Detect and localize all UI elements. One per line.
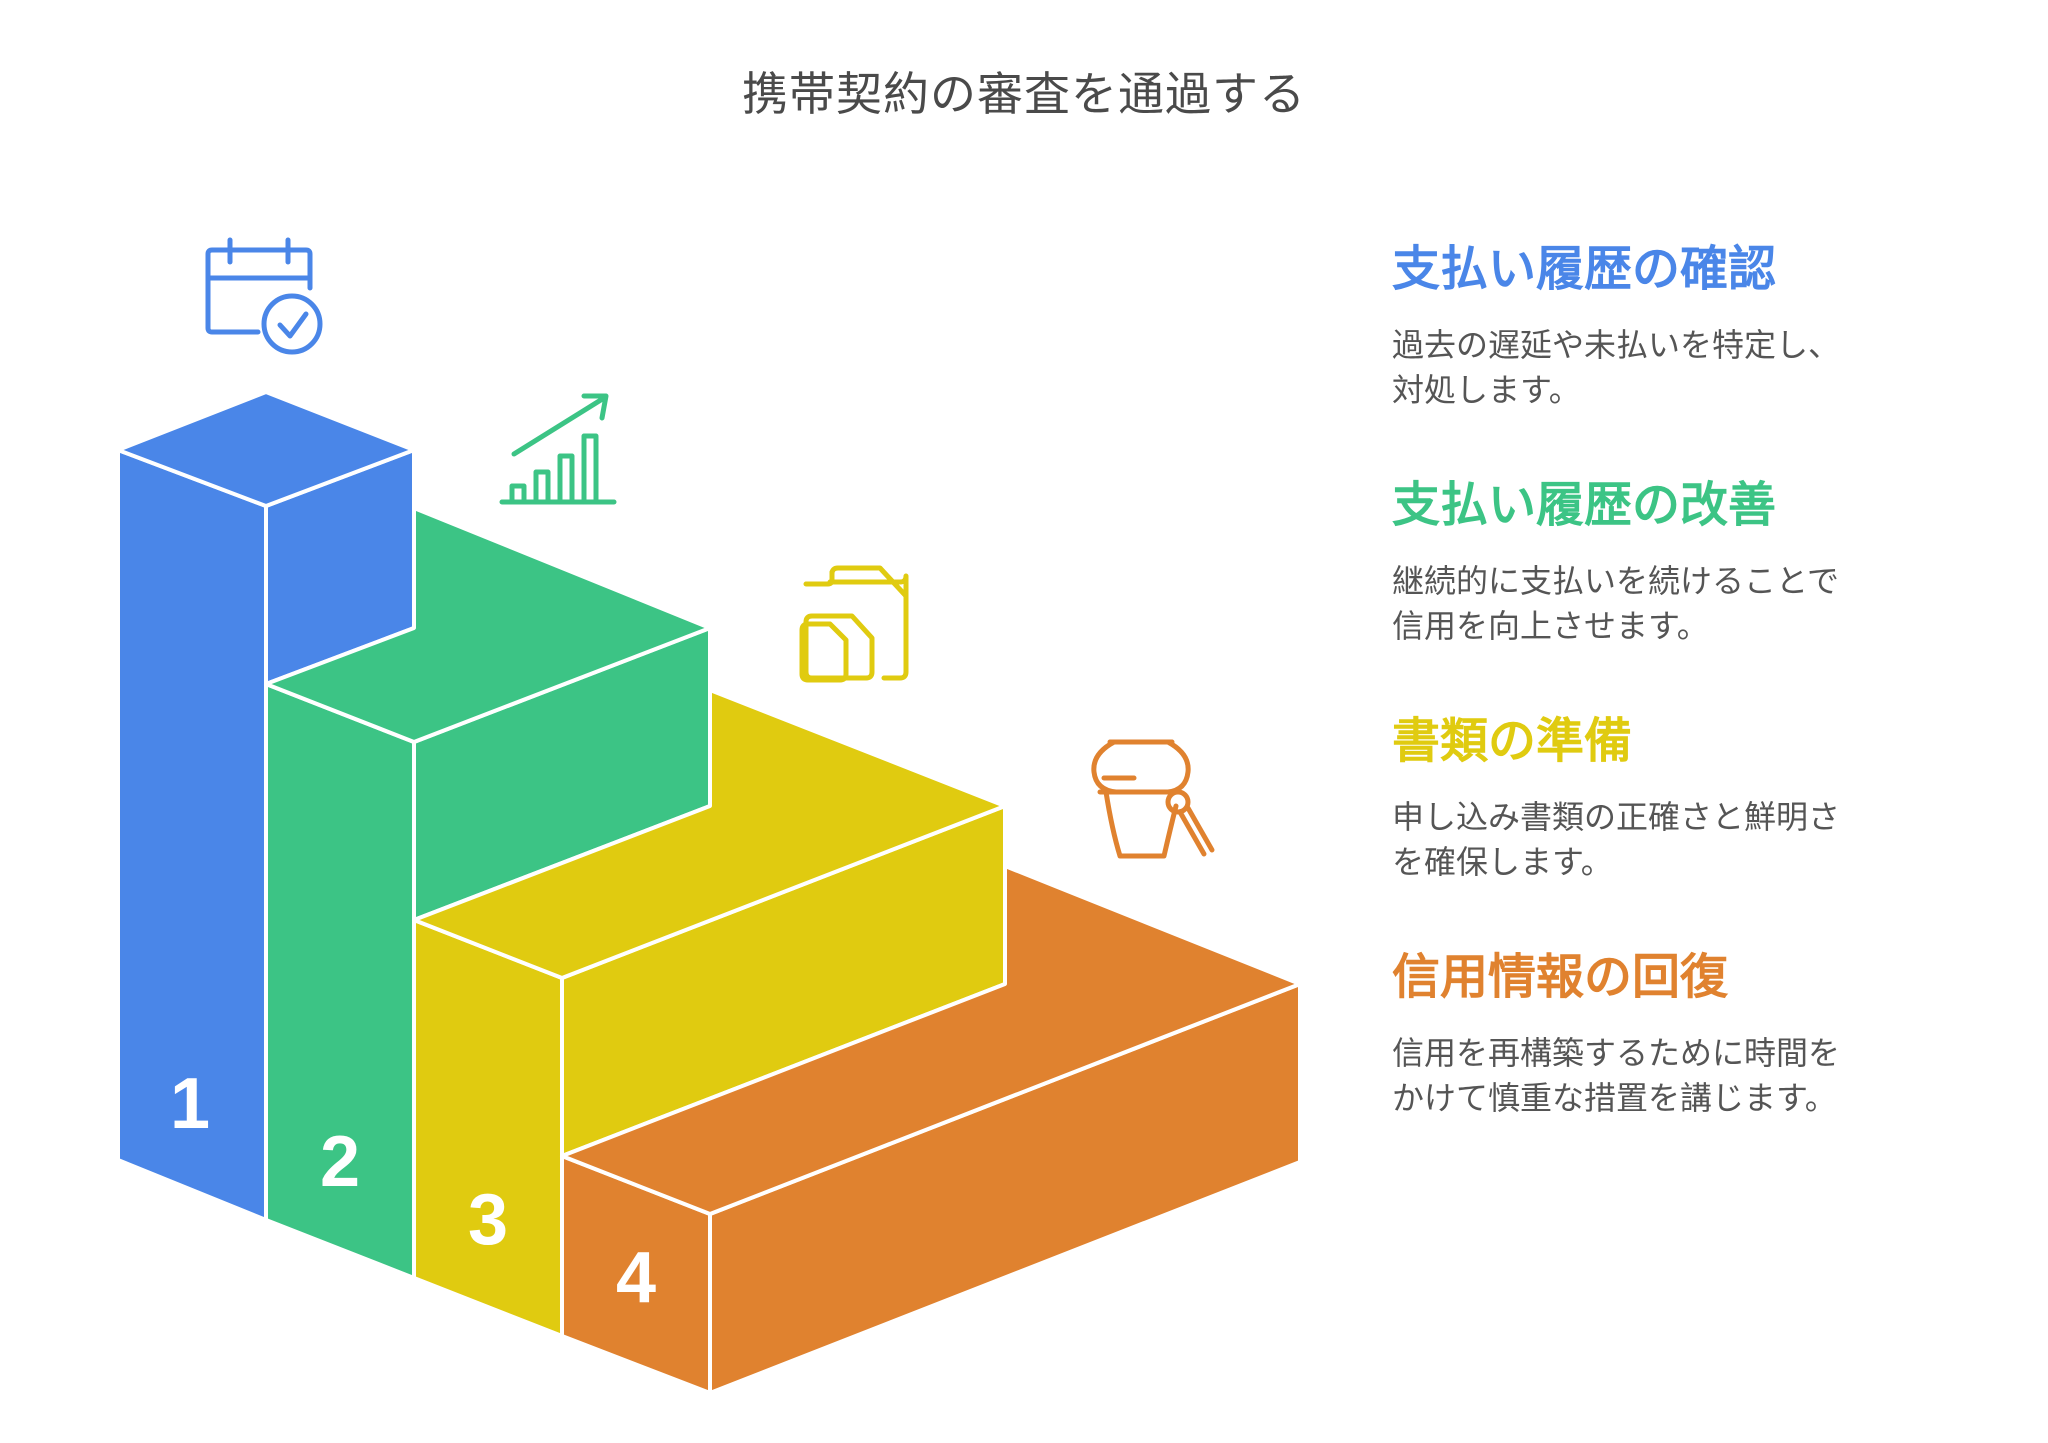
step-3-text: 書類の準備 申し込み書類の正確さと鮮明さ を確保します。 xyxy=(1392,713,1952,885)
step-4-block xyxy=(560,864,1302,1395)
step-2-description-line: 継続的に支払いを続けることで xyxy=(1392,562,1840,601)
step-1-description-line: 過去の遅延や未払いを特定し、 xyxy=(1392,326,1841,365)
step-3-front-face xyxy=(412,918,564,1338)
step-4-description-line: 信用を再構築するために時間を xyxy=(1392,1034,1841,1073)
step-3-heading: 書類の準備 xyxy=(1392,713,1633,769)
step-1-description: 過去の遅延や未払いを特定し、 対処します。 xyxy=(1392,323,1952,413)
step-4-description: 信用を再構築するために時間を かけて慎重な措置を講じます。 xyxy=(1392,1031,1952,1121)
step-3-description-line: 申し込み書類の正確さと鮮明さ xyxy=(1392,798,1841,837)
diagram-title: 携帯契約の審査を通過する xyxy=(742,67,1306,121)
growth-chart-icon xyxy=(499,393,617,505)
step-4-text: 信用情報の回復 信用を再構築するために時間を かけて慎重な措置を講じます。 xyxy=(1392,949,1952,1121)
vase-repair-icon xyxy=(1091,739,1215,859)
step-2-number: 2 xyxy=(320,1122,360,1202)
step-3-description-line: を確保します。 xyxy=(1392,842,1613,881)
step-4-top-face xyxy=(560,864,1302,1216)
step-3-description: 申し込み書類の正確さと鮮明さ を確保します。 xyxy=(1392,795,1952,885)
step-1-heading: 支払い履歴の確認 xyxy=(1392,241,1777,297)
calendar-check-icon xyxy=(205,237,323,355)
step-4-heading: 信用情報の回復 xyxy=(1392,949,1729,1005)
step-3-block xyxy=(412,688,1007,1338)
step-2-description-line: 信用を向上させます。 xyxy=(1392,606,1709,645)
step-2-text: 支払い履歴の改善 継続的に支払いを続けることで 信用を向上させます。 xyxy=(1392,477,1952,649)
step-1-description-line: 対処します。 xyxy=(1392,370,1581,409)
step-4-number: 4 xyxy=(616,1238,656,1318)
step-1-top-face xyxy=(116,390,416,508)
documents-icon xyxy=(799,565,909,683)
step-2-top-face xyxy=(264,506,712,744)
step-2-heading: 支払い履歴の改善 xyxy=(1392,477,1777,533)
step-2-description: 継続的に支払いを続けることで 信用を向上させます。 xyxy=(1392,559,1952,649)
step-3-top-face xyxy=(412,688,1007,980)
step-3-number: 3 xyxy=(468,1180,508,1260)
step-1-number: 1 xyxy=(170,1064,210,1144)
step-1-text: 支払い履歴の確認 過去の遅延や未払いを特定し、 対処します。 xyxy=(1392,241,1952,413)
step-4-description-line: かけて慎重な措置を講じます。 xyxy=(1392,1078,1837,1117)
